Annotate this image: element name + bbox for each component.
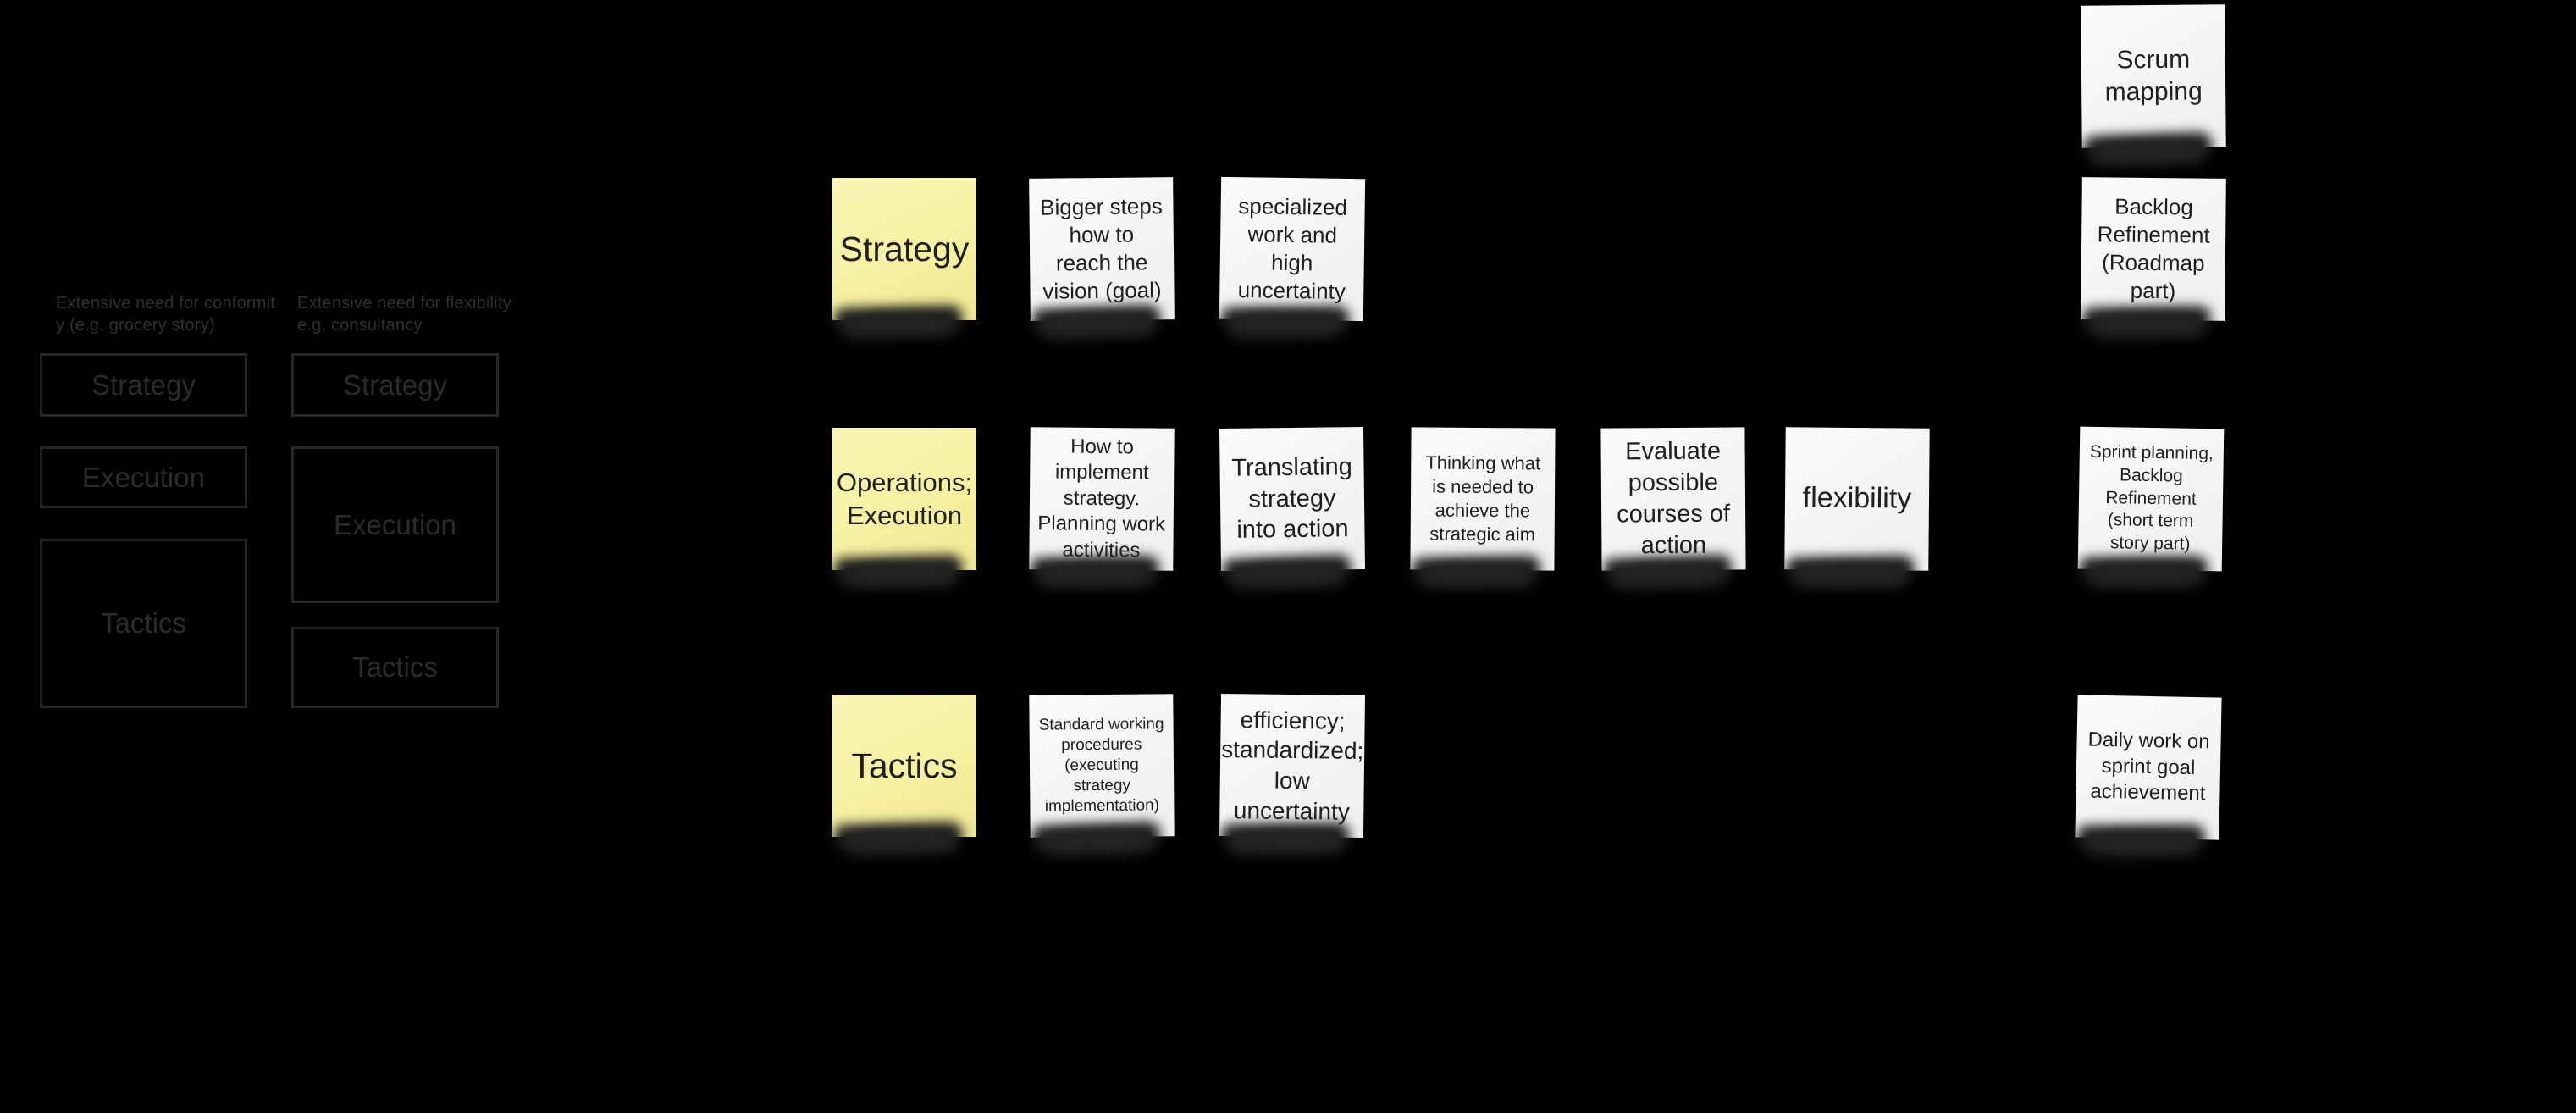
legend-box-tactics-conformity[interactable]: Tactics [40,539,247,708]
sticky-note-text: Thinking what is needed to achieve the s… [1425,451,1541,545]
sticky-note-specialized-work[interactable]: specialized work and high uncertainty [1219,176,1366,322]
legend-box-tactics-flexibility[interactable]: Tactics [291,627,499,708]
sticky-note-operations-execution[interactable]: Operations; Execution [832,428,976,570]
legend-caption-conformity[interactable]: Extensive need for conformit y (e.g. gro… [56,294,276,335]
sticky-note-strategy[interactable]: Strategy [832,178,976,320]
sticky-note-text: Strategy [839,229,970,269]
legend-box-label: Strategy [343,368,447,401]
sticky-note-text: Tactics [851,745,958,785]
sticky-note-how-to-implement[interactable]: How to implement strategy. Planning work… [1029,427,1175,571]
sticky-note-flexibility[interactable]: flexibility [1784,427,1930,571]
sticky-note-text: flexibility [1802,481,1912,515]
sticky-note-standard-procedures[interactable]: Standard working procedures (executing s… [1029,694,1175,838]
legend-box-label: Tactics [101,607,186,639]
sticky-note-translating-strategy[interactable]: Translating strategy into action [1219,426,1366,572]
legend-box-execution-conformity[interactable]: Execution [40,446,247,508]
sticky-note-evaluate-courses[interactable]: Evaluate possible courses of action [1600,427,1746,571]
legend-box-strategy-flexibility[interactable]: Strategy [291,353,499,417]
sticky-note-thinking-what[interactable]: Thinking what is needed to achieve the s… [1410,427,1556,571]
sticky-note-text: Operations; Execution [836,467,973,530]
sticky-note-text: Evaluate possible courses of action [1617,437,1731,560]
sticky-note-backlog-refinement[interactable]: Backlog Refinement (Roadmap part) [2081,177,2226,321]
sticky-note-bigger-steps[interactable]: Bigger steps how to reach the vision (go… [1029,177,1175,321]
legend-box-label: Strategy [91,368,196,401]
sticky-note-text: Standard working procedures (executing s… [1038,715,1164,816]
sticky-note-daily-work[interactable]: Daily work on sprint goal achievement [2075,695,2222,840]
sticky-note-text: specialized work and high uncertainty [1237,193,1348,304]
sticky-note-text: Daily work on sprint goal achievement [2087,728,2210,806]
legend-caption-flexibility[interactable]: Extensive need for flexibility e.g. cons… [297,294,511,335]
legend-box-label: Tactics [352,651,438,683]
sticky-note-text: Translating strategy into action [1231,452,1352,545]
sticky-note-sprint-planning[interactable]: Sprint planning, Backlog Refinement (sho… [2077,426,2225,572]
sticky-note-text: Backlog Refinement (Roadmap part) [2097,193,2210,304]
sticky-note-text: How to implement strategy. Planning work… [1037,435,1166,562]
sticky-note-text: Scrum mapping [2104,45,2203,107]
legend-box-execution-flexibility[interactable]: Execution [291,446,499,603]
sticky-note-text: Sprint planning, Backlog Refinement (sho… [2089,442,2214,554]
sticky-note-efficiency[interactable]: efficiency; standardized; low uncertaint… [1219,693,1366,839]
sticky-note-scrum-mapping[interactable]: Scrum mapping [2081,4,2226,148]
sticky-note-tactics[interactable]: Tactics [832,695,976,837]
legend-box-label: Execution [82,461,205,493]
legend-box-strategy-conformity[interactable]: Strategy [40,353,247,417]
sticky-note-text: efficiency; standardized; low uncertaint… [1220,706,1364,825]
sticky-note-text: Bigger steps how to reach the vision (go… [1040,193,1163,304]
legend-box-label: Execution [334,508,456,540]
